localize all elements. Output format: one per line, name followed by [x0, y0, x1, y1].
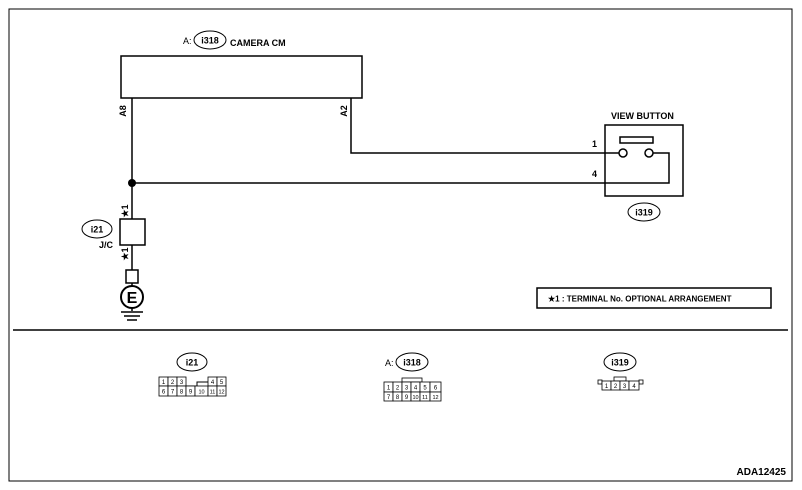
camera-cm-connector-id: i318	[201, 36, 219, 46]
camera-cm-connector-oval	[193, 30, 227, 50]
svg-text:3: 3	[623, 384, 627, 390]
ground-terminal	[125, 269, 139, 284]
view-button-pin-4: 4	[592, 169, 597, 179]
i21-face-label: i21	[186, 358, 199, 368]
i318-face-prefix: A:	[385, 358, 394, 368]
svg-text:9: 9	[405, 395, 409, 401]
svg-text:12: 12	[218, 390, 224, 396]
svg-text:5: 5	[423, 386, 427, 392]
ground-symbol: E	[127, 290, 138, 307]
i21-face-oval	[176, 352, 208, 372]
camera-cm-label: CAMERA CM	[230, 38, 286, 48]
svg-text:8: 8	[180, 390, 184, 396]
jc-label: J/C	[99, 240, 114, 250]
wire-a2-to-pin1	[350, 98, 617, 154]
connector-i318-face: 1 2 3 4 5 6 7 8 9 10 11 12	[383, 377, 442, 402]
svg-text:8: 8	[396, 395, 400, 401]
svg-text:2: 2	[171, 380, 175, 386]
svg-text:4: 4	[632, 384, 636, 390]
svg-text:10: 10	[198, 390, 204, 396]
pin-a8-label: A8	[118, 105, 128, 117]
svg-text:11: 11	[210, 390, 216, 396]
view-button-connector-oval	[627, 202, 661, 222]
camera-cm-prefix: A:	[183, 36, 192, 46]
svg-text:4: 4	[414, 386, 418, 392]
i318-pin-12	[429, 391, 442, 402]
outer-frame	[8, 8, 793, 482]
splice-node	[128, 179, 136, 187]
connector-i21-face: 1 2 3 4 5 6 7 8 9 10 11 12	[158, 376, 227, 397]
svg-text:10: 10	[412, 395, 418, 401]
svg-text:12: 12	[432, 395, 438, 401]
i21-pin-12	[216, 385, 227, 397]
view-button-box	[604, 124, 684, 197]
legend-text: ★1 : TERMINAL No. OPTIONAL ARRANGEMENT	[548, 295, 732, 304]
pin-a2-label: A2	[339, 105, 349, 117]
svg-text:2: 2	[614, 384, 618, 390]
switch-actuator	[619, 136, 654, 144]
svg-text:7: 7	[171, 390, 175, 396]
camera-cm-box	[120, 55, 363, 99]
svg-text:4: 4	[211, 380, 215, 386]
svg-text:1: 1	[387, 386, 391, 392]
svg-text:3: 3	[180, 380, 184, 386]
switch-contact-2	[644, 148, 654, 158]
i319-latch-left	[597, 379, 603, 385]
jc-note-mark-bottom: ★1	[120, 247, 130, 260]
wires	[131, 98, 617, 270]
view-button-pin-1: 1	[592, 139, 597, 149]
svg-text:3: 3	[405, 386, 409, 392]
i318-face-label: i318	[403, 358, 421, 368]
svg-text:1: 1	[162, 380, 166, 386]
jc-box	[119, 218, 146, 246]
view-button-connector-id: i319	[635, 208, 653, 218]
switch-contact-1	[618, 148, 628, 158]
i318-face-oval	[395, 352, 429, 372]
i319-latch-right	[638, 379, 644, 385]
svg-text:5: 5	[220, 380, 224, 386]
svg-text:11: 11	[422, 395, 428, 401]
svg-text:7: 7	[387, 395, 391, 401]
i319-face-label: i319	[611, 358, 629, 368]
jc-note-mark-top: ★1	[120, 204, 130, 217]
svg-text:9: 9	[189, 390, 193, 396]
switch-return-path	[605, 152, 670, 184]
svg-text:1: 1	[605, 384, 609, 390]
connector-i319-face: 1 2 3 4	[597, 376, 644, 391]
i319-face-oval	[603, 352, 637, 372]
svg-text:2: 2	[396, 386, 400, 392]
svg-text:6: 6	[162, 390, 166, 396]
svg-text:6: 6	[434, 386, 438, 392]
view-button-label: VIEW BUTTON	[611, 111, 674, 121]
legend-box	[536, 287, 772, 309]
jc-connector-oval	[81, 219, 113, 239]
i319-key	[613, 376, 627, 382]
diagram-code: ADA12425	[737, 467, 787, 478]
i319-pin-4	[628, 380, 640, 391]
jc-connector-id: i21	[91, 225, 104, 235]
i318-key	[401, 377, 423, 383]
